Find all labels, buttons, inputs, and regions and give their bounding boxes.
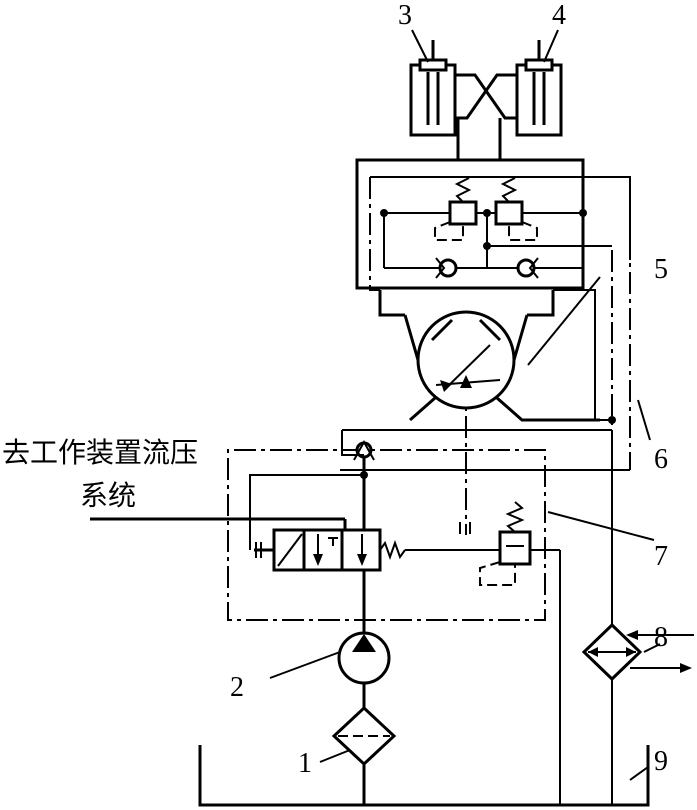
leader-lines xyxy=(269,29,661,781)
side-text-line2: 系统 xyxy=(80,479,136,512)
cylinder-3 xyxy=(409,40,457,137)
label-3: 3 xyxy=(398,0,412,31)
side-text-line1: 去工作装置流压 xyxy=(2,436,198,469)
charge-check-valve xyxy=(341,429,612,461)
cylinder-lines xyxy=(455,73,517,160)
label-9: 9 xyxy=(654,746,668,777)
label-4: 4 xyxy=(552,0,566,31)
label-5: 5 xyxy=(654,254,668,285)
cooler xyxy=(340,430,694,805)
label-8: 8 xyxy=(654,622,668,653)
label-1: 1 xyxy=(298,748,312,779)
valve-block xyxy=(355,158,631,291)
charge-valve-block xyxy=(90,449,561,805)
tank xyxy=(198,745,650,807)
variable-pump-unit xyxy=(378,289,616,424)
cylinder-4 xyxy=(515,40,563,137)
label-6: 6 xyxy=(654,444,668,475)
label-7: 7 xyxy=(654,541,668,572)
pump xyxy=(337,575,391,685)
label-2: 2 xyxy=(230,672,244,703)
filter xyxy=(331,683,397,805)
